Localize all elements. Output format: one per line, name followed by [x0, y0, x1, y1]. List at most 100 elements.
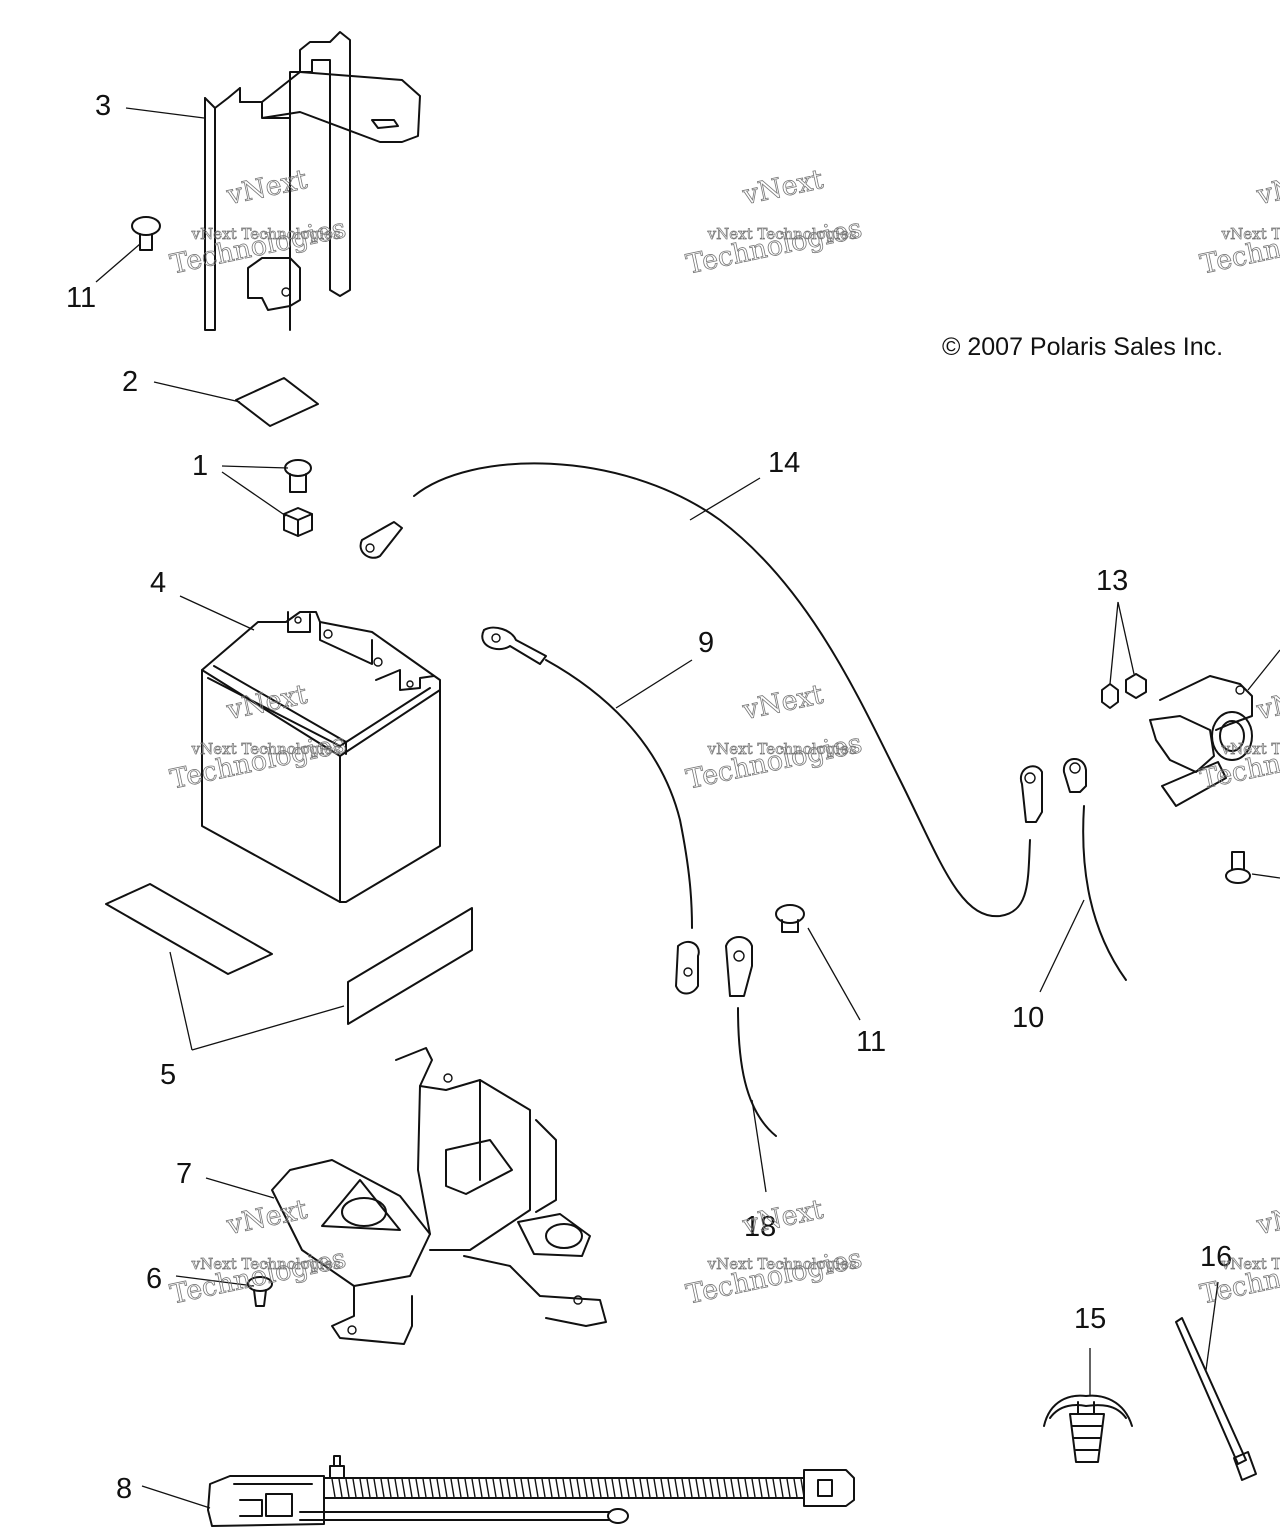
nuts-part-13: [1101, 673, 1147, 709]
harness-crimp: [352, 1478, 357, 1498]
harness-crimp: [443, 1478, 448, 1498]
harness-crimp: [793, 1478, 798, 1498]
harness-crimp: [800, 1478, 805, 1498]
watermark-vnext: vNext: [739, 164, 826, 211]
harness-crimp: [653, 1478, 658, 1498]
harness-crimp: [338, 1478, 343, 1498]
battery-part-4: [201, 611, 441, 903]
bolt-part-11-top: [131, 216, 161, 251]
watermark-tech: Technologies: [683, 728, 864, 795]
harness-crimp: [366, 1478, 371, 1498]
harness-crimp: [534, 1478, 539, 1498]
watermark-name: vNext Technologies: [707, 740, 857, 758]
watermark-name: vNext Technologies: [191, 225, 341, 243]
watermark-tech: Technologies: [683, 1243, 864, 1310]
harness-crimp: [527, 1478, 532, 1498]
watermark-vnext: vNext: [739, 679, 826, 726]
wire-harness-part-8: [207, 1455, 855, 1527]
harness-crimp: [632, 1478, 637, 1498]
harness-crimp: [415, 1478, 420, 1498]
callout-1: 1: [192, 450, 208, 482]
harness-crimp: [681, 1478, 686, 1498]
watermark-top-left: vNext vNext Technologies Technologies: [167, 164, 349, 281]
callout-11-top: 11: [66, 282, 96, 314]
harness-crimp: [688, 1478, 693, 1498]
harness-crimp: [758, 1478, 763, 1498]
harness-crimp: [478, 1478, 483, 1498]
harness-crimp: [611, 1478, 616, 1498]
clip-part-15: [1043, 1394, 1133, 1463]
harness-crimp: [604, 1478, 609, 1498]
harness-crimp: [765, 1478, 770, 1498]
harness-crimp: [450, 1478, 455, 1498]
watermark-vnext: vNext: [1253, 164, 1280, 211]
harness-crimp: [744, 1478, 749, 1498]
harness-crimp: [457, 1478, 462, 1498]
harness-crimp: [394, 1478, 399, 1498]
harness-crimp: [660, 1478, 665, 1498]
harness-crimp: [772, 1478, 777, 1498]
watermark-tech: Technologies: [1197, 213, 1280, 280]
harness-crimp: [716, 1478, 721, 1498]
harness-crimp: [562, 1478, 567, 1498]
harness-crimp: [380, 1478, 385, 1498]
cable-part-18: [725, 936, 777, 1137]
callout-6: 6: [146, 1263, 162, 1295]
callout-15: 15: [1074, 1303, 1106, 1335]
harness-crimp: [737, 1478, 742, 1498]
watermark-vnext: vNext: [1253, 679, 1280, 726]
watermark-name: vNext Technologies: [1221, 225, 1280, 243]
callout-14: 14: [768, 447, 800, 479]
watermark-vnext: vNext: [739, 1194, 826, 1241]
harness-crimp: [408, 1478, 413, 1498]
callout-8: 8: [116, 1473, 132, 1505]
harness-crimp: [401, 1478, 406, 1498]
watermark-name: vNext Technologies: [1221, 740, 1280, 758]
harness-texture: [331, 1478, 805, 1498]
callout-4: 4: [150, 567, 166, 599]
harness-crimp: [331, 1478, 336, 1498]
callout-7: 7: [176, 1158, 192, 1190]
harness-crimp: [695, 1478, 700, 1498]
watermark-name: vNext Technologies: [707, 225, 857, 243]
harness-crimp: [786, 1478, 791, 1498]
bolt-part-right: [1225, 851, 1251, 884]
watermark-vnext: vNext: [223, 164, 310, 211]
harness-crimp: [751, 1478, 756, 1498]
watermark-mid-center: vNext vNext Technologies Technologies: [683, 679, 865, 796]
harness-crimp: [471, 1478, 476, 1498]
harness-crimp: [506, 1478, 511, 1498]
harness-crimp: [485, 1478, 490, 1498]
harness-crimp: [513, 1478, 518, 1498]
harness-crimp: [625, 1478, 630, 1498]
harness-crimp: [618, 1478, 623, 1498]
callout-18: 18: [744, 1211, 776, 1243]
cable-part-9: [481, 626, 700, 995]
callout-5: 5: [160, 1059, 176, 1091]
harness-crimp: [583, 1478, 588, 1498]
bracket-part-3: [204, 31, 421, 331]
harness-crimp: [359, 1478, 364, 1498]
harness-crimp: [597, 1478, 602, 1498]
watermark-name: vNext Technologies: [191, 740, 341, 758]
watermark-tech: Technologies: [167, 213, 348, 280]
cable-tie-part-16: [1175, 1317, 1257, 1481]
harness-crimp: [548, 1478, 553, 1498]
harness-crimp: [520, 1478, 525, 1498]
copyright-text: © 2007 Polaris Sales Inc.: [942, 333, 1223, 361]
harness-crimp: [499, 1478, 504, 1498]
harness-crimp: [387, 1478, 392, 1498]
harness-crimp: [555, 1478, 560, 1498]
callout-3: 3: [95, 90, 111, 122]
screw-part-6: [247, 1276, 273, 1307]
watermark-vnext: vNext: [1253, 1194, 1280, 1241]
harness-crimp: [779, 1478, 784, 1498]
bolt-part-11-middle: [775, 904, 805, 933]
callout-9: 9: [698, 627, 714, 659]
harness-crimp: [590, 1478, 595, 1498]
callout-labels: 3 11 2 1 14 4 13 9 10 11 5 7 18 16 6 15 …: [66, 90, 1232, 1505]
harness-crimp: [667, 1478, 672, 1498]
watermark-name: vNext Technologies: [1221, 1255, 1280, 1273]
harness-crimp: [576, 1478, 581, 1498]
